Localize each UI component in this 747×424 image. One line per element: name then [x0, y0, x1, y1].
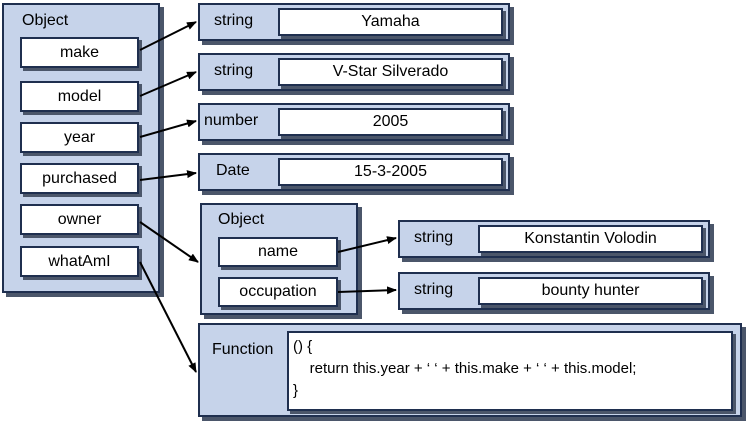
value-type-name: string: [414, 229, 454, 246]
root-object-title: Object: [22, 12, 69, 29]
prop-owner: owner: [20, 204, 139, 235]
prop-occupation: occupation: [218, 277, 338, 307]
value-type-make: string: [214, 12, 254, 29]
value-panel-occupation: string bounty hunter: [398, 272, 710, 310]
value-panel-year: number 2005: [198, 103, 510, 141]
value-model: V-Star Silverado: [278, 58, 503, 86]
value-panel-purchased: Date 15-3-2005: [198, 153, 510, 191]
value-type-purchased: Date: [216, 162, 250, 179]
prop-model: model: [20, 81, 139, 112]
value-type-model: string: [214, 62, 254, 79]
prop-name: name: [218, 237, 338, 267]
function-panel: Function () { return this.year + ‘ ‘ + t…: [198, 323, 742, 417]
value-make: Yamaha: [278, 8, 503, 36]
code-line-1: () {: [293, 338, 313, 355]
value-occupation: bounty hunter: [478, 277, 703, 305]
prop-whatAmI: whatAmI: [20, 246, 139, 277]
prop-make: make: [20, 37, 139, 68]
value-type-year: number: [204, 112, 259, 129]
code-line-2: return this.year + ‘ ‘ + this.make + ‘ ‘…: [293, 360, 637, 377]
value-purchased: 15-3-2005: [278, 158, 503, 186]
code-line-3: }: [293, 382, 299, 399]
owner-object-title: Object: [218, 211, 265, 228]
value-year: 2005: [278, 108, 503, 136]
prop-purchased: purchased: [20, 163, 139, 194]
prop-year: year: [20, 122, 139, 153]
value-type-occupation: string: [414, 281, 454, 298]
value-panel-make: string Yamaha: [198, 3, 510, 41]
function-body: () { return this.year + ‘ ‘ + this.make …: [287, 331, 733, 411]
function-type: Function: [212, 341, 274, 358]
value-name: Konstantin Volodin: [478, 225, 703, 253]
value-panel-name: string Konstantin Volodin: [398, 220, 710, 258]
value-panel-model: string V-Star Silverado: [198, 53, 510, 91]
